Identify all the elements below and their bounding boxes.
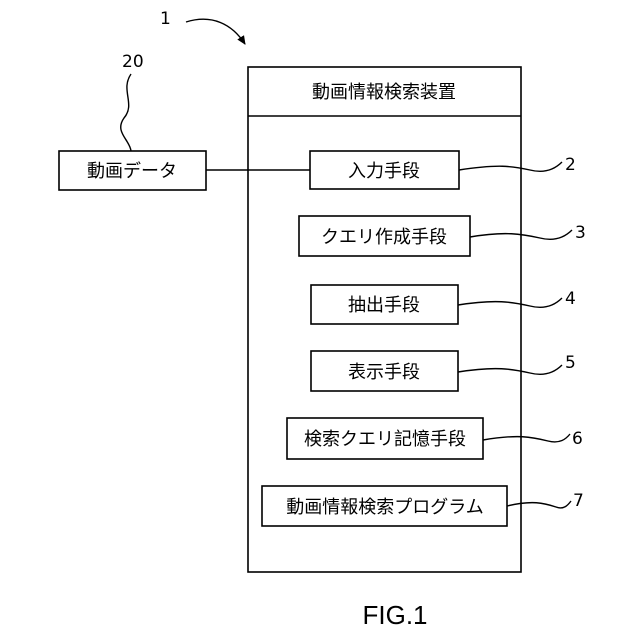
ref-numeral-display: 5 xyxy=(565,353,576,373)
unit-label-extraction: 抽出手段 xyxy=(348,295,420,316)
unit-label-query-creation: クエリ作成手段 xyxy=(321,227,447,248)
ref-numeral-video-data: 20 xyxy=(122,52,144,72)
video-data-label: 動画データ xyxy=(87,161,177,182)
ref-numeral-apparatus: 1 xyxy=(160,9,171,29)
ref-leader-video-data xyxy=(121,74,131,151)
ref-numeral-search-program: 7 xyxy=(573,491,584,511)
figure-caption: FIG.1 xyxy=(362,600,427,630)
ref-numeral-query-creation: 3 xyxy=(575,223,586,243)
unit-label-search-query-storage: 検索クエリ記憶手段 xyxy=(304,429,466,450)
unit-label-input: 入力手段 xyxy=(348,161,420,182)
apparatus-title: 動画情報検索装置 xyxy=(312,82,456,103)
unit-label-display: 表示手段 xyxy=(348,362,420,383)
ref-numeral-search-query-storage: 6 xyxy=(572,429,583,449)
ref-numeral-extraction: 4 xyxy=(565,289,576,309)
unit-label-search-program: 動画情報検索プログラム xyxy=(286,497,483,518)
ref-arrow-apparatus xyxy=(186,19,245,44)
ref-numeral-input: 2 xyxy=(565,155,576,175)
